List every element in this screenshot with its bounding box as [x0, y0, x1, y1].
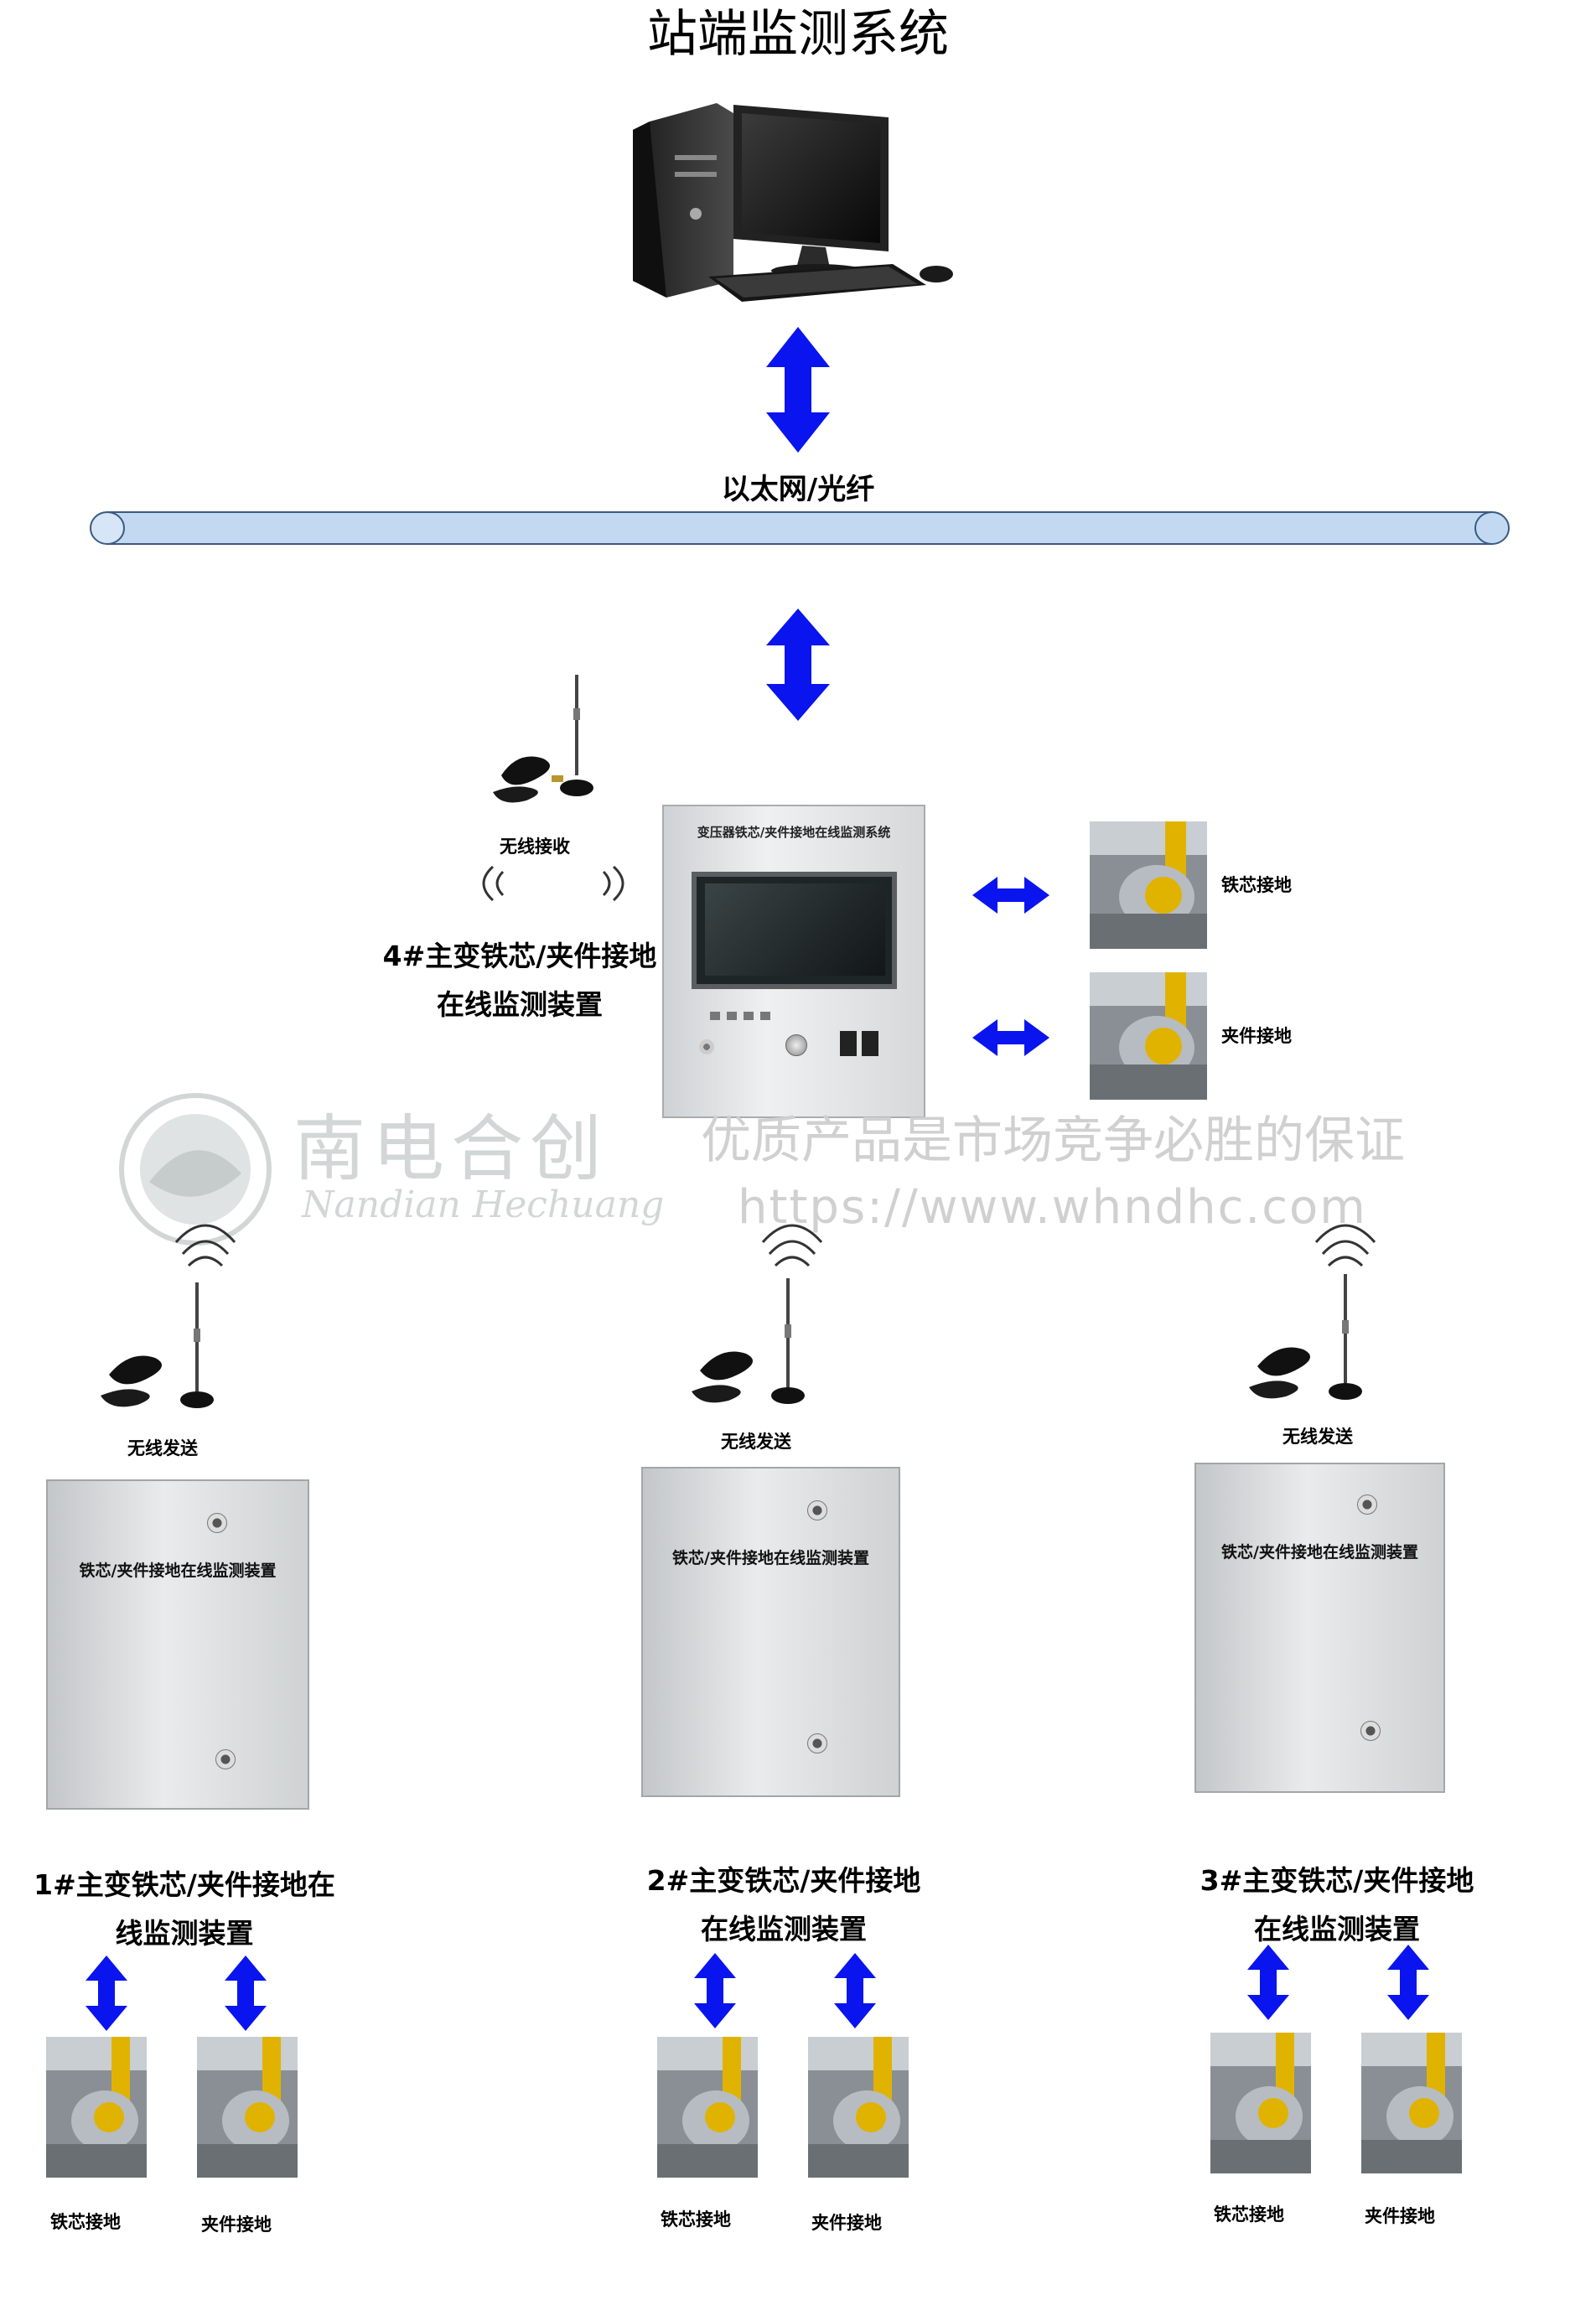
double-arrow-icon — [834, 1953, 876, 2028]
central-unit-label: 4#主变铁芯/夹件接地 在线监测装置 — [352, 932, 687, 1029]
signal-waves-icon — [174, 1224, 236, 1267]
ct-sensor-icon — [197, 2037, 298, 2178]
antenna-icon — [493, 675, 593, 803]
watermark-logo-icon — [119, 1093, 272, 1246]
sensor-label-core: 铁芯接地 — [50, 2211, 121, 2232]
signal-waves-icon — [761, 1224, 823, 1267]
field-monitor-box: 铁芯/夹件接地在线监测装置 — [641, 1467, 900, 1797]
ct-sensor-icon — [657, 2037, 758, 2178]
wireless-send-label: 无线发送 — [1282, 1426, 1353, 1447]
double-arrow-icon — [972, 877, 1049, 914]
double-arrow-icon — [766, 327, 830, 453]
field-unit-3-label: 3#主变铁芯/夹件接地 在线监测装置 — [1169, 1857, 1505, 1954]
ct-sensor-icon — [1210, 2033, 1311, 2173]
watermark-brand-cn: 南电合创 — [293, 1107, 609, 1191]
watermark-url: https://www.whndhc.com — [738, 1180, 1367, 1235]
antenna-icon — [692, 1278, 805, 1404]
field-unit-label-line1: 3#主变铁芯/夹件接地 — [1200, 1864, 1474, 1897]
ct-sensor-icon — [1090, 972, 1207, 1100]
watermark-slogan: 优质产品是市场竞争必胜的保证 — [701, 1111, 1405, 1170]
sensor-label-clamp: 夹件接地 — [1365, 2205, 1435, 2226]
field-unit-1-label: 1#主变铁芯/夹件接地在 线监测装置 — [17, 1861, 352, 1958]
field-unit-2-label: 2#主变铁芯/夹件接地 在线监测装置 — [616, 1857, 951, 1954]
box-label: 铁芯/夹件接地在线监测装置 — [1221, 1543, 1418, 1562]
signal-waves-icon — [482, 865, 624, 902]
double-arrow-icon — [1387, 1945, 1429, 2020]
double-arrow-icon — [86, 1956, 127, 2031]
sensor-label-core: 铁芯接地 — [661, 2209, 731, 2230]
watermark-brand-en: Nandian Hechuang — [302, 1184, 665, 1226]
sensor-label-core: 铁芯接地 — [1214, 2204, 1284, 2225]
sensor-label-clamp: 夹件接地 — [1221, 1025, 1292, 1046]
ct-sensor-icon — [808, 2037, 909, 2178]
double-arrow-icon — [225, 1956, 267, 2031]
box-label: 铁芯/夹件接地在线监测装置 — [79, 1562, 277, 1580]
network-label: 以太网/光纤 — [721, 473, 875, 506]
diagram-title: 站端监测系统 — [647, 5, 949, 64]
computer-icon — [633, 103, 953, 302]
sensor-label-core: 铁芯接地 — [1221, 874, 1292, 895]
wireless-send-label: 无线发送 — [127, 1438, 198, 1458]
box-label: 铁芯/夹件接地在线监测装置 — [672, 1549, 869, 1567]
central-monitor-cabinet: 变压器铁芯/夹件接地在线监测系统 — [662, 805, 925, 1118]
field-unit-label-line2: 线监测装置 — [115, 1917, 254, 1950]
double-arrow-icon — [694, 1953, 736, 2028]
double-arrow-icon — [766, 609, 830, 721]
field-monitor-box: 铁芯/夹件接地在线监测装置 — [1194, 1463, 1445, 1793]
ct-sensor-icon — [1090, 821, 1207, 949]
double-arrow-icon — [1247, 1945, 1289, 2020]
field-monitor-box: 铁芯/夹件接地在线监测装置 — [46, 1479, 309, 1810]
cabinet-panel-title: 变压器铁芯/夹件接地在线监测系统 — [697, 825, 891, 840]
field-unit-label-line2: 在线监测装置 — [1254, 1913, 1420, 1945]
central-unit-label-line1: 4#主变铁芯/夹件接地 — [382, 940, 657, 972]
field-unit-label-line1: 1#主变铁芯/夹件接地在 — [34, 1868, 335, 1901]
cabinet-screen — [692, 872, 897, 989]
network-bus — [90, 511, 1510, 545]
field-unit-label-line1: 2#主变铁芯/夹件接地 — [646, 1864, 921, 1897]
ct-sensor-icon — [1361, 2033, 1462, 2173]
double-arrow-icon — [972, 1019, 1049, 1056]
sensor-label-clamp: 夹件接地 — [201, 2214, 272, 2235]
sensor-label-clamp: 夹件接地 — [811, 2212, 882, 2233]
field-unit-label-line2: 在线监测装置 — [701, 1913, 867, 1945]
antenna-icon — [101, 1282, 214, 1408]
wireless-receive-label: 无线接收 — [500, 836, 570, 857]
signal-waves-icon — [1314, 1224, 1376, 1267]
central-unit-label-line2: 在线监测装置 — [437, 988, 603, 1021]
antenna-icon — [1249, 1274, 1362, 1400]
wireless-send-label: 无线发送 — [721, 1431, 791, 1452]
ct-sensor-icon — [46, 2037, 147, 2178]
